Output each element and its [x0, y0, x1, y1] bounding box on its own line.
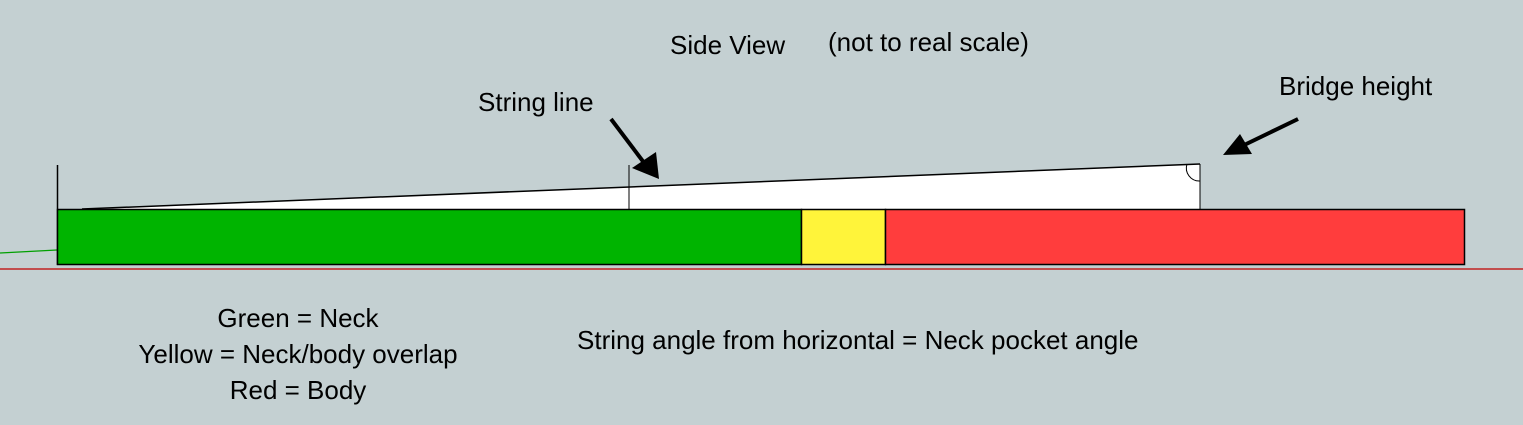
green-axis-line [0, 249, 58, 254]
color-legend: Green = Neck Yellow = Neck/body overlap … [108, 300, 488, 408]
angle-note: String angle from horizontal = Neck pock… [577, 325, 1139, 355]
diagram-title: Side View [670, 30, 786, 60]
body-block [884, 208, 1466, 266]
bridge-arc-icon [1185, 163, 1201, 182]
string-line-label: String line [478, 87, 594, 117]
string-line-arrow-icon [609, 117, 659, 179]
overlap-block [800, 208, 887, 266]
legend-item-overlap: Yellow = Neck/body overlap [138, 339, 458, 369]
scale-note: (not to real scale) [828, 27, 1029, 57]
bridge-height-label: Bridge height [1279, 71, 1433, 101]
legend-item-body: Red = Body [229, 375, 367, 405]
neck-block [56, 208, 803, 266]
string-line [81, 163, 1201, 210]
bridge-height-arrow-icon [1223, 117, 1299, 155]
legend-item-neck: Green = Neck [217, 303, 379, 333]
